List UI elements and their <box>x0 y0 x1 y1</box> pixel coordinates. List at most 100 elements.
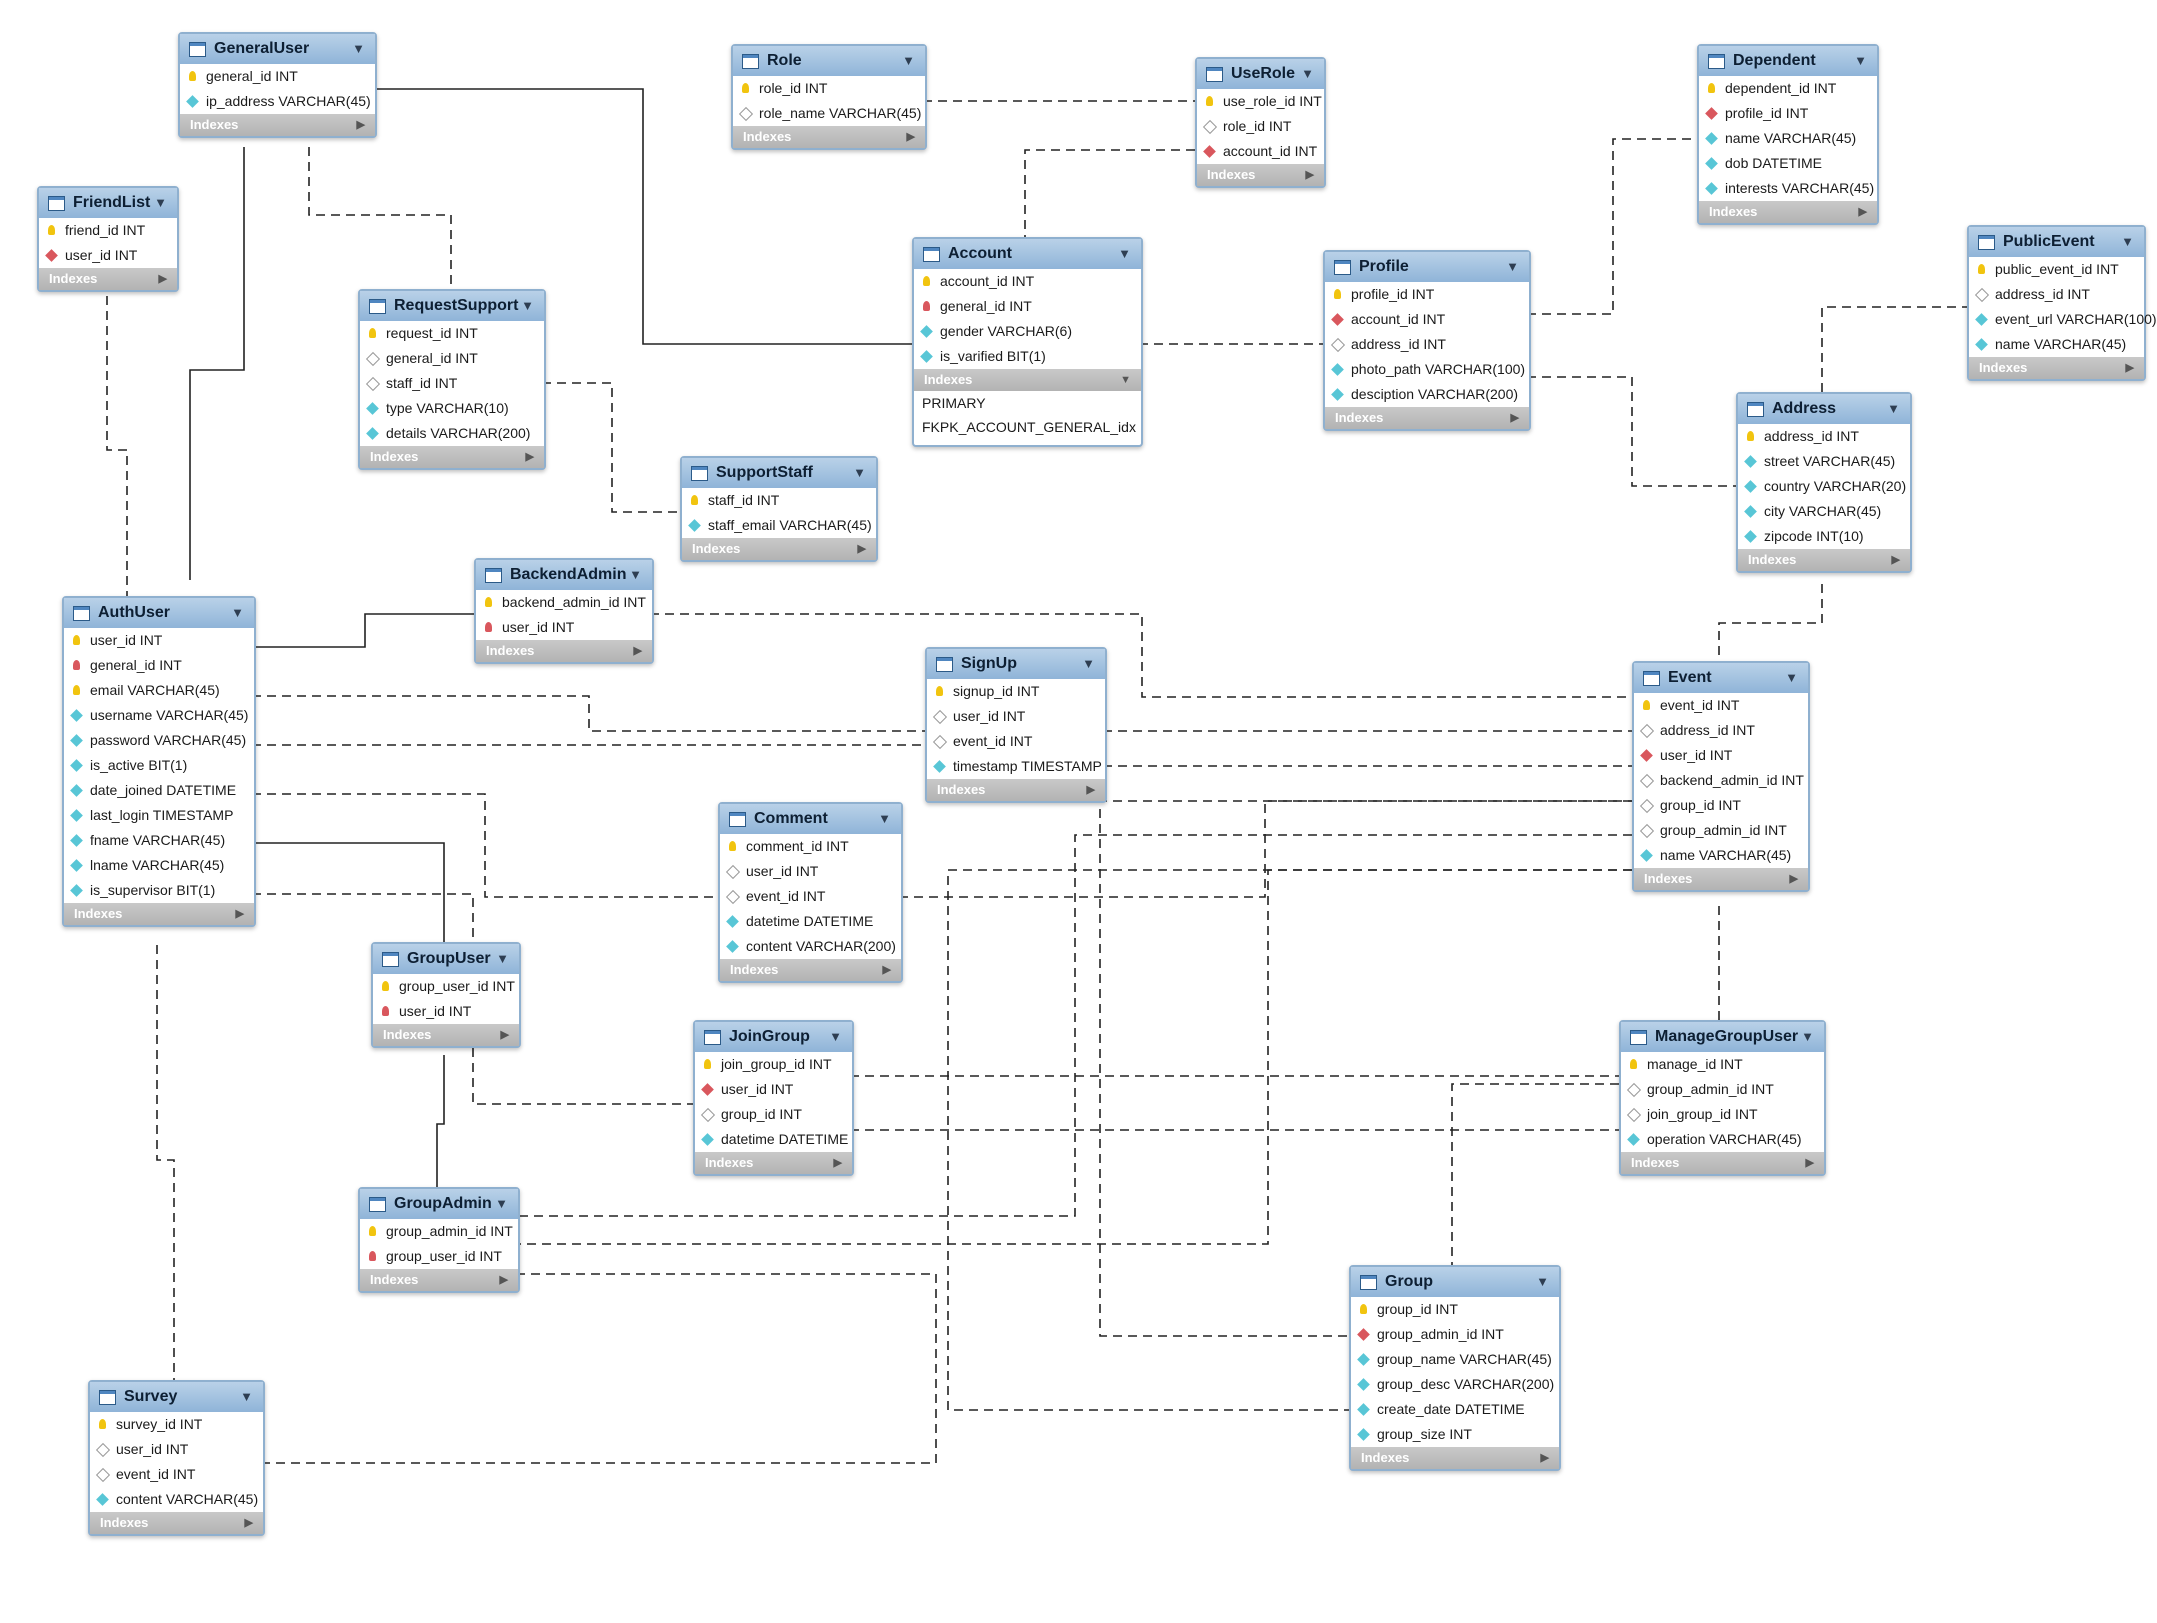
expand-arrow-icon[interactable]: ▶ <box>158 273 167 285</box>
collapse-arrow-icon[interactable]: ▼ <box>1887 401 1900 416</box>
column-row[interactable]: group_desc VARCHAR(200) <box>1351 1372 1559 1397</box>
column-row[interactable]: event_id INT <box>1634 693 1808 718</box>
expand-arrow-icon[interactable]: ▶ <box>633 645 642 657</box>
indexes-bar[interactable]: Indexes▶ <box>180 114 375 136</box>
column-row[interactable]: account_id INT <box>1197 139 1324 164</box>
table-header[interactable]: Address▼ <box>1738 394 1910 424</box>
column-row[interactable]: is_varified BIT(1) <box>914 344 1141 369</box>
expand-arrow-icon[interactable]: ▼ <box>1120 374 1131 386</box>
column-row[interactable]: content VARCHAR(45) <box>90 1487 263 1512</box>
table-header[interactable]: Role▼ <box>733 46 925 76</box>
expand-arrow-icon[interactable]: ▶ <box>857 543 866 555</box>
column-row[interactable]: role_name VARCHAR(45) <box>733 101 925 126</box>
column-row[interactable]: address_id INT <box>1738 424 1910 449</box>
indexes-bar[interactable]: Indexes▶ <box>64 903 254 925</box>
column-row[interactable]: user_id INT <box>927 704 1105 729</box>
column-row[interactable]: operation VARCHAR(45) <box>1621 1127 1824 1152</box>
column-row[interactable]: role_id INT <box>733 76 925 101</box>
column-row[interactable]: account_id INT <box>1325 307 1529 332</box>
collapse-arrow-icon[interactable]: ▼ <box>1301 66 1314 81</box>
column-row[interactable]: group_id INT <box>1351 1297 1559 1322</box>
column-row[interactable]: survey_id INT <box>90 1412 263 1437</box>
collapse-arrow-icon[interactable]: ▼ <box>1506 259 1519 274</box>
collapse-arrow-icon[interactable]: ▼ <box>878 811 891 826</box>
column-row[interactable]: user_id INT <box>720 859 901 884</box>
table-header[interactable]: Survey▼ <box>90 1382 263 1412</box>
column-row[interactable]: backend_admin_id INT <box>1634 768 1808 793</box>
expand-arrow-icon[interactable]: ▶ <box>525 451 534 463</box>
expand-arrow-icon[interactable]: ▶ <box>1510 412 1519 424</box>
collapse-arrow-icon[interactable]: ▼ <box>902 53 915 68</box>
column-row[interactable]: general_id INT <box>180 64 375 89</box>
column-row[interactable]: event_id INT <box>927 729 1105 754</box>
column-row[interactable]: account_id INT <box>914 269 1141 294</box>
column-row[interactable]: content VARCHAR(200) <box>720 934 901 959</box>
collapse-arrow-icon[interactable]: ▼ <box>352 41 365 56</box>
indexes-bar[interactable]: Indexes▶ <box>1325 407 1529 429</box>
table-header[interactable]: Dependent▼ <box>1699 46 1877 76</box>
expand-arrow-icon[interactable]: ▶ <box>1540 1452 1549 1464</box>
column-row[interactable]: name VARCHAR(45) <box>1634 843 1808 868</box>
column-row[interactable]: event_id INT <box>720 884 901 909</box>
column-row[interactable]: group_name VARCHAR(45) <box>1351 1347 1559 1372</box>
expand-arrow-icon[interactable]: ▶ <box>1805 1157 1814 1169</box>
indexes-bar[interactable]: Indexes▶ <box>1197 164 1324 186</box>
table-header[interactable]: Comment▼ <box>720 804 901 834</box>
column-row[interactable]: country VARCHAR(20) <box>1738 474 1910 499</box>
indexes-bar[interactable]: Indexes▶ <box>1699 201 1877 223</box>
table-header[interactable]: Account▼ <box>914 239 1141 269</box>
collapse-arrow-icon[interactable]: ▼ <box>1118 246 1131 261</box>
column-row[interactable]: general_id INT <box>360 346 544 371</box>
indexes-bar[interactable]: Indexes▶ <box>682 538 876 560</box>
column-row[interactable]: user_id INT <box>1634 743 1808 768</box>
column-row[interactable]: city VARCHAR(45) <box>1738 499 1910 524</box>
column-row[interactable]: name VARCHAR(45) <box>1969 332 2144 357</box>
column-row[interactable]: is_active BIT(1) <box>64 753 254 778</box>
column-row[interactable]: type VARCHAR(10) <box>360 396 544 421</box>
column-row[interactable]: user_id INT <box>373 999 519 1024</box>
column-row[interactable]: fname VARCHAR(45) <box>64 828 254 853</box>
table-header[interactable]: JoinGroup▼ <box>695 1022 852 1052</box>
expand-arrow-icon[interactable]: ▶ <box>235 908 244 920</box>
table-header[interactable]: AuthUser▼ <box>64 598 254 628</box>
column-row[interactable]: general_id INT <box>64 653 254 678</box>
column-row[interactable]: group_admin_id INT <box>360 1219 518 1244</box>
column-row[interactable]: staff_email VARCHAR(45) <box>682 513 876 538</box>
column-row[interactable]: user_id INT <box>39 243 177 268</box>
index-row[interactable]: PRIMARY <box>922 395 986 411</box>
collapse-arrow-icon[interactable]: ▼ <box>240 1389 253 1404</box>
column-row[interactable]: zipcode INT(10) <box>1738 524 1910 549</box>
column-row[interactable]: datetime DATETIME <box>695 1127 852 1152</box>
column-row[interactable]: password VARCHAR(45) <box>64 728 254 753</box>
column-row[interactable]: group_id INT <box>1634 793 1808 818</box>
table-header[interactable]: ManageGroupUser▼ <box>1621 1022 1824 1052</box>
column-row[interactable]: photo_path VARCHAR(100) <box>1325 357 1529 382</box>
indexes-bar[interactable]: Indexes▶ <box>373 1024 519 1046</box>
indexes-bar[interactable]: Indexes▶ <box>360 1269 518 1291</box>
column-row[interactable]: address_id INT <box>1325 332 1529 357</box>
column-row[interactable]: staff_id INT <box>682 488 876 513</box>
column-row[interactable]: backend_admin_id INT <box>476 590 652 615</box>
column-row[interactable]: group_id INT <box>695 1102 852 1127</box>
collapse-arrow-icon[interactable]: ▼ <box>1082 656 1095 671</box>
indexes-bar[interactable]: Indexes▶ <box>1621 1152 1824 1174</box>
column-row[interactable]: timestamp TIMESTAMP <box>927 754 1105 779</box>
column-row[interactable]: profile_id INT <box>1325 282 1529 307</box>
table-header[interactable]: PublicEvent▼ <box>1969 227 2144 257</box>
expand-arrow-icon[interactable]: ▶ <box>499 1274 508 1286</box>
table-header[interactable]: GroupAdmin▼ <box>360 1189 518 1219</box>
column-row[interactable]: dependent_id INT <box>1699 76 1877 101</box>
expand-arrow-icon[interactable]: ▶ <box>500 1029 509 1041</box>
collapse-arrow-icon[interactable]: ▼ <box>521 298 534 313</box>
